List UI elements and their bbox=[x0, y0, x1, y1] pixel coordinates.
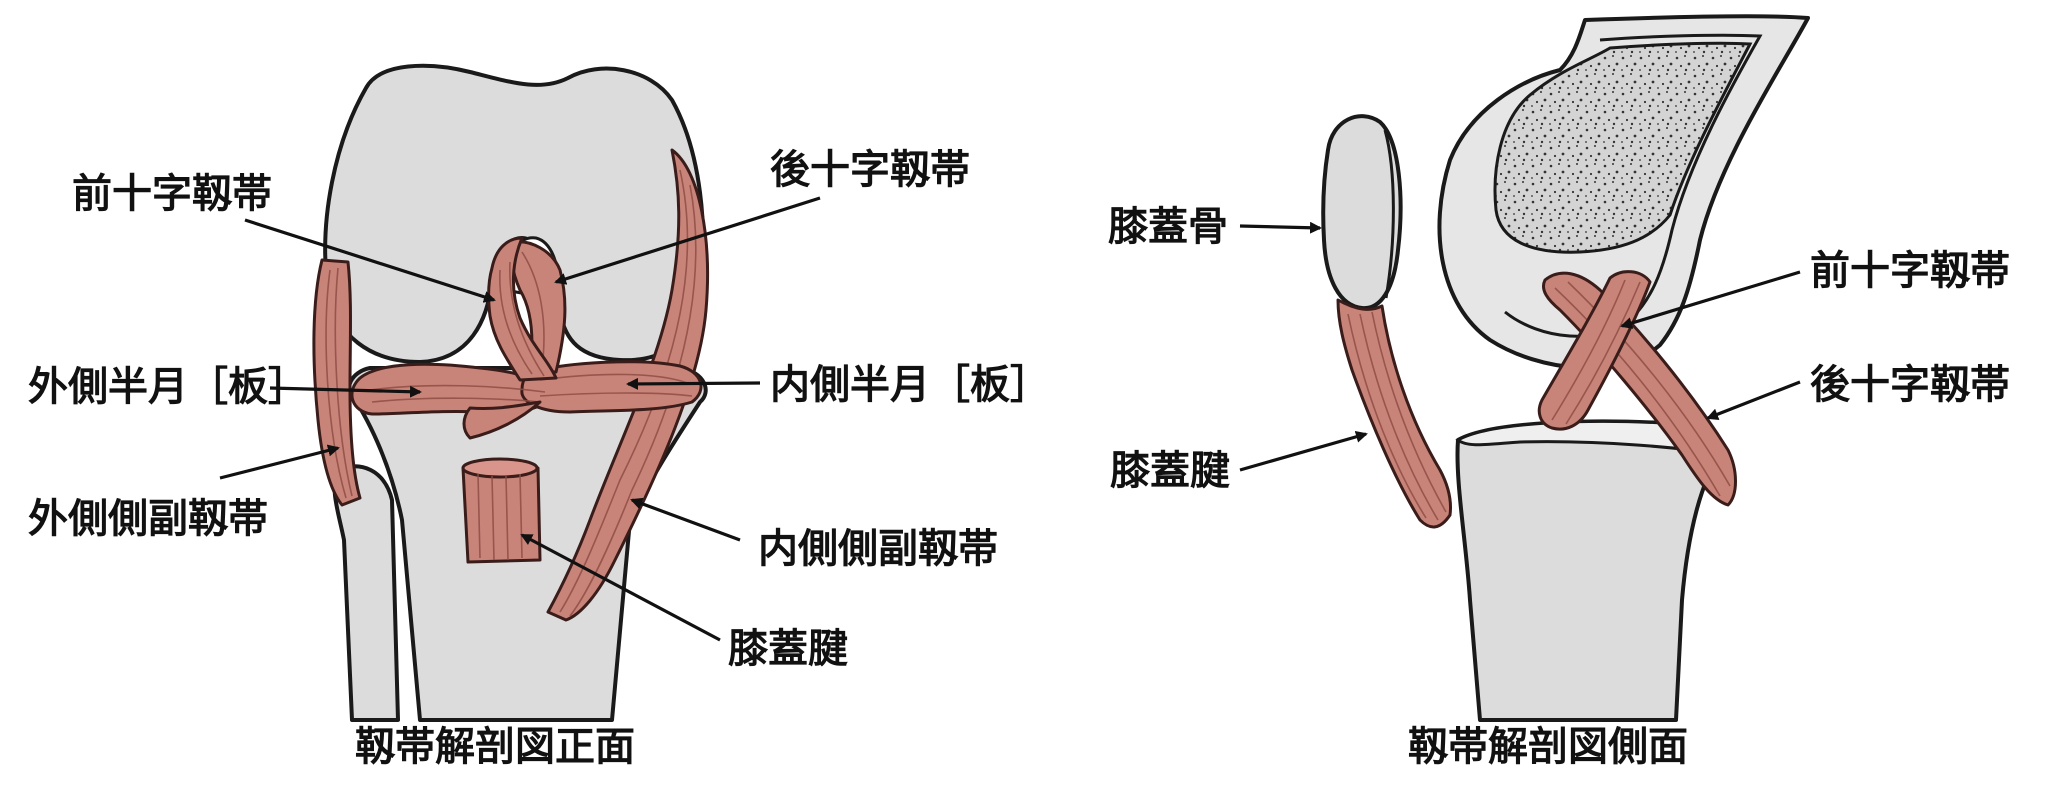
femur-front bbox=[323, 63, 705, 364]
pointer-mcl-front bbox=[630, 497, 741, 542]
pointer-pcl-side bbox=[1706, 380, 1801, 420]
label-pcl-front: 後十字靱帯 bbox=[770, 147, 970, 193]
anterior-cruciate-ligament-front bbox=[487, 236, 558, 382]
pointer-patellar-tendon-front bbox=[520, 533, 721, 642]
pointer-acl-side bbox=[1620, 270, 1801, 329]
patellar-tendon-side bbox=[1336, 298, 1452, 529]
pointer-acl-front bbox=[244, 218, 496, 303]
pointer-lateral-meniscus bbox=[269, 385, 422, 398]
tibia-side bbox=[1455, 419, 1724, 722]
label-patellar-tendon-front: 膝蓋腱 bbox=[728, 626, 848, 672]
front-view: 前十字靱帯 後十字靱帯 外側半月［板］ 内側半月［板］ 外側側副靱帯 内側側副靱… bbox=[28, 63, 1050, 770]
pointer-pcl-front bbox=[554, 196, 821, 285]
label-acl-front: 前十字靱帯 bbox=[72, 171, 272, 217]
caption-front: 靱帯解剖図正面 bbox=[355, 724, 635, 770]
pointer-patella bbox=[1239, 221, 1322, 234]
label-pcl-side: 後十字靱帯 bbox=[1810, 362, 2010, 408]
caption-side: 靱帯解剖図側面 bbox=[1408, 724, 1688, 770]
posterior-cruciate-ligament-front bbox=[509, 240, 567, 374]
pointer-patellar-tendon-side bbox=[1239, 430, 1368, 472]
femur-marrow bbox=[1493, 41, 1753, 254]
anterior-cruciate-ligament-side bbox=[1537, 270, 1652, 431]
pointer-lcl-front bbox=[219, 444, 340, 480]
label-acl-side: 前十字靱帯 bbox=[1810, 248, 2010, 294]
label-patellar-tendon-side: 膝蓋腱 bbox=[1110, 448, 1230, 494]
side-view: 膝蓋骨 前十字靱帯 後十字靱帯 膝蓋腱 靱帯解剖図側面 bbox=[1108, 14, 2010, 770]
label-patella: 膝蓋骨 bbox=[1108, 204, 1228, 250]
label-lateral-meniscus: 外側半月［板］ bbox=[28, 364, 308, 410]
label-mcl-front: 内側側副靱帯 bbox=[758, 526, 998, 572]
label-medial-meniscus: 内側半月［板］ bbox=[770, 362, 1050, 408]
label-lcl-front: 外側側副靱帯 bbox=[28, 496, 268, 542]
pointer-medial-meniscus bbox=[626, 377, 761, 390]
meniscus-tail bbox=[462, 400, 542, 440]
